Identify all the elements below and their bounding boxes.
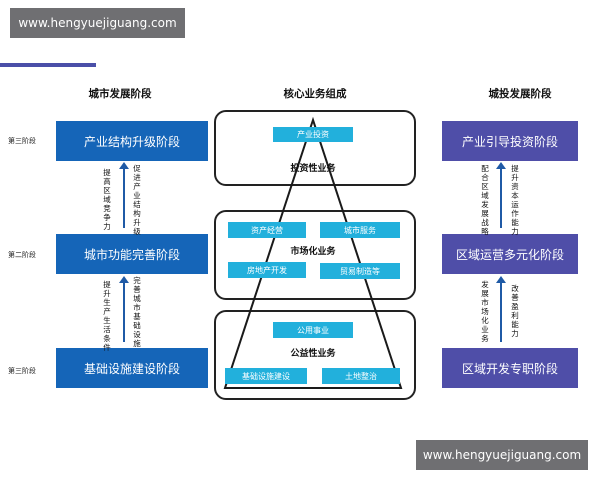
pill-city-service: 城市服务: [320, 222, 400, 238]
city-note-lower-right: 完善城市基础设施: [133, 276, 141, 348]
lgfv-note-lower-left: 发展市场化业务: [481, 280, 489, 343]
pill-infrastructure-construction: 基础设施建设: [225, 368, 307, 384]
header-lgfv-stage: 城投发展阶段: [488, 88, 552, 100]
label-market-business: 市场化业务: [290, 247, 336, 257]
lgfv-stage-investment-guidance: 产业引导投资阶段: [442, 121, 578, 161]
lgfv-note-upper-left: 配合区域发展战略: [481, 164, 489, 236]
stage-label-top: 第三阶段: [8, 137, 36, 145]
watermark-bottom: www.hengyuejiguang.com: [416, 440, 588, 470]
city-stage-industrial-upgrade: 产业结构升级阶段: [56, 121, 208, 161]
watermark-top: www.hengyuejiguang.com: [10, 8, 185, 38]
city-note-upper-left: 提高区域竞争力: [103, 168, 111, 231]
pill-trade-manufacturing: 贸易制造等: [320, 263, 400, 279]
lgfv-arrow-lower: [496, 276, 506, 342]
pill-real-estate: 房地产开发: [228, 262, 306, 278]
pill-industry-investment: 产业投资: [273, 127, 353, 142]
label-public-business: 公益性业务: [290, 349, 336, 359]
accent-bar: [0, 63, 96, 67]
label-investment-business: 投资性业务: [290, 164, 336, 174]
lgfv-stage-regional-diversification: 区域运营多元化阶段: [442, 234, 578, 274]
header-core-business: 核心业务组成: [283, 88, 347, 100]
lgfv-note-lower-right: 改善盈利能力: [511, 284, 519, 338]
pill-land-consolidation: 土地整治: [322, 368, 400, 384]
city-arrow-lower: [119, 276, 129, 342]
lgfv-arrow-upper: [496, 162, 506, 228]
pill-public-utility: 公用事业: [273, 322, 353, 338]
lgfv-note-upper-right: 提升资本运作能力: [511, 164, 519, 236]
stage-label-middle: 第二阶段: [8, 251, 36, 259]
city-note-lower-left: 提升生产生活条件: [103, 280, 111, 352]
stage-label-bottom: 第三阶段: [8, 367, 36, 375]
pill-asset-operation: 资产经营: [228, 222, 306, 238]
investment-business-box: [214, 110, 416, 186]
header-city-stage: 城市发展阶段: [88, 88, 152, 100]
city-stage-function-improvement: 城市功能完善阶段: [56, 234, 208, 274]
lgfv-stage-regional-development: 区域开发专职阶段: [442, 348, 578, 388]
city-note-upper-right: 促进产业结构升级: [133, 164, 141, 236]
city-stage-infrastructure: 基础设施建设阶段: [56, 348, 208, 388]
city-arrow-upper: [119, 162, 129, 228]
